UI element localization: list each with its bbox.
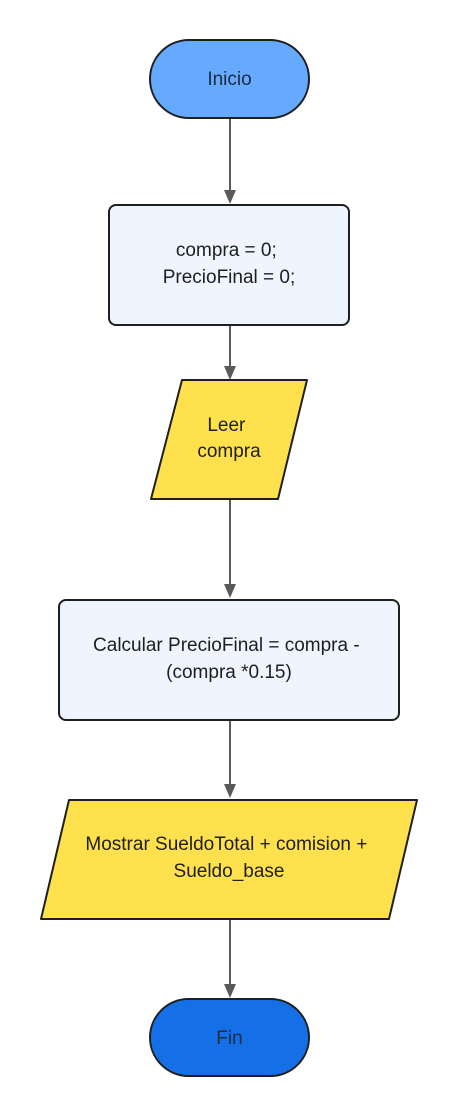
calc-process-line-1: Calcular PrecioFinal = compra - xyxy=(93,635,360,656)
init-process-label: compra = 0; PrecioFinal = 0; xyxy=(163,240,296,288)
calc-process-box[interactable]: Calcular PrecioFinal = compra - (compra … xyxy=(58,599,400,721)
end-terminal-shape xyxy=(149,998,310,1077)
init-process-box[interactable]: compra = 0; PrecioFinal = 0; xyxy=(108,204,350,326)
read-input-label: Leer compra xyxy=(197,415,261,462)
end-terminal[interactable]: Fin xyxy=(149,998,310,1077)
read-input-line-2: compra xyxy=(197,441,261,462)
connector-output-end xyxy=(224,920,236,998)
init-process-line-2: PrecioFinal = 0; xyxy=(163,267,296,288)
connectors xyxy=(224,118,236,998)
output-box[interactable]: Mostrar SueldoTotal + comision + Sueldo_… xyxy=(40,799,418,920)
connector-init-read xyxy=(224,326,236,380)
connector-read-calc xyxy=(224,500,236,598)
connector-calc-output xyxy=(224,720,236,798)
start-terminal[interactable]: Inicio xyxy=(149,39,310,119)
read-input-shape xyxy=(150,379,308,500)
start-terminal-shape xyxy=(149,39,310,119)
calc-process-line-2: (compra *0.15) xyxy=(166,662,292,683)
init-process-line-1: compra = 0; xyxy=(176,240,277,261)
read-input-line-1: Leer xyxy=(207,415,246,436)
start-terminal-line-1: Inicio xyxy=(207,69,251,90)
calc-process-label: Calcular PrecioFinal = compra - (compra … xyxy=(93,635,365,683)
start-terminal-label: Inicio xyxy=(207,69,251,90)
end-terminal-line-1: Fin xyxy=(216,1028,242,1049)
read-input-box[interactable]: Leer compra xyxy=(150,379,308,500)
output-label: Mostrar SueldoTotal + comision + Sueldo_… xyxy=(85,834,372,882)
output-line-1: Mostrar SueldoTotal + comision + xyxy=(85,834,367,855)
output-shape xyxy=(40,799,418,920)
calc-process-shape xyxy=(58,599,400,721)
output-line-2: Sueldo_base xyxy=(174,861,285,882)
connector-start-init xyxy=(224,118,236,204)
init-process-shape xyxy=(108,204,350,326)
end-terminal-label: Fin xyxy=(216,1028,242,1049)
